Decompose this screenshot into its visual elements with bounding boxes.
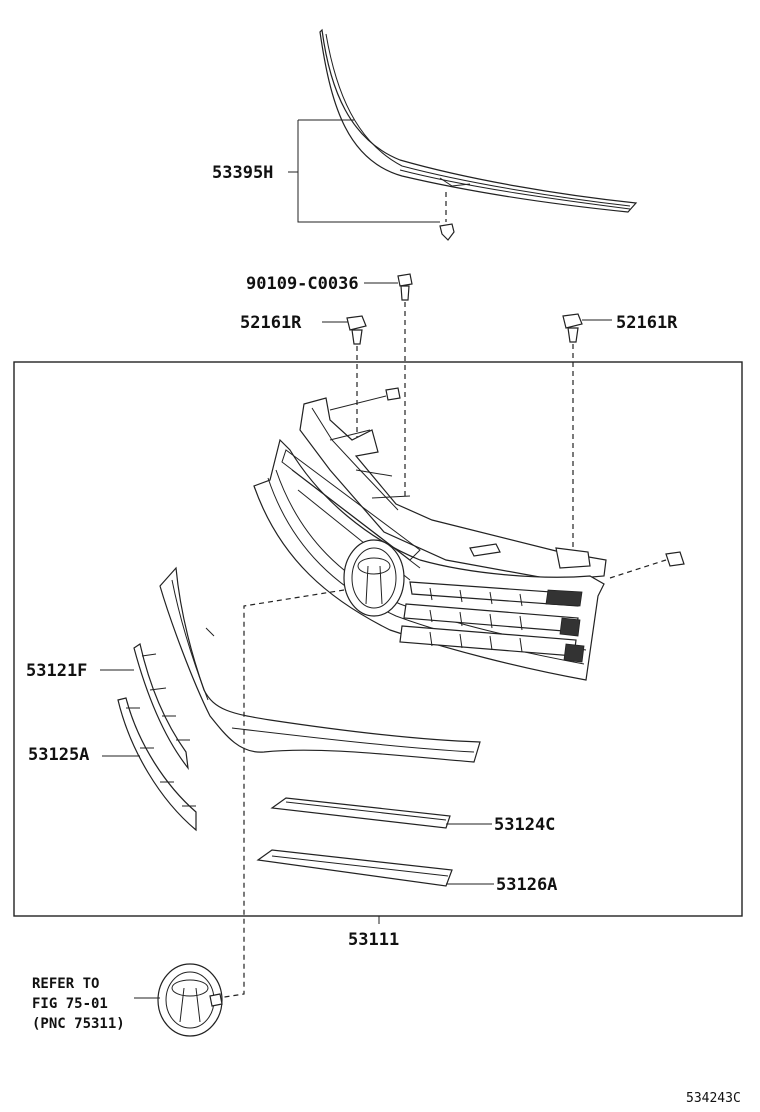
part-number-90109-C0036: 90109-C0036: [246, 274, 359, 294]
illustration-id: 534243C: [686, 1091, 741, 1106]
part-number-53111: 53111: [348, 930, 399, 950]
screw-icon: [397, 273, 413, 301]
side-strip-lower-drawing: [117, 697, 197, 832]
bar-molding-upper-drawing: [270, 797, 451, 829]
grille-drawing: [253, 387, 685, 681]
part-number-52161R-left: 52161R: [240, 313, 302, 333]
retainer-left-icon: [346, 315, 367, 345]
part-number-52161R-right: 52161R: [616, 313, 678, 333]
grille-screw-right-icon: [609, 551, 685, 579]
grille-screw-left-icon: [329, 387, 401, 411]
part-number-53126A: 53126A: [496, 875, 557, 895]
upper-molding-leader: [288, 119, 447, 223]
refer-note-line1: REFER TO: [32, 976, 99, 992]
part-number-53124C: 53124C: [494, 815, 555, 835]
molding-clip-icon: [439, 223, 455, 241]
part-number-53125A: 53125A: [28, 745, 89, 765]
part-number-53121F: 53121F: [26, 661, 87, 681]
side-upper-molding-drawing: [159, 566, 481, 763]
assembly-frame: [13, 361, 743, 917]
retainer-right-icon: [562, 313, 583, 343]
emblem-reference-dash-line: [217, 589, 345, 999]
side-strip-upper-drawing: [133, 643, 190, 771]
refer-note-line3: (PNC 75311): [32, 1016, 125, 1032]
upper-molding-drawing: [319, 28, 638, 241]
grille-emblem-icon: [343, 539, 405, 617]
part-number-53395H: 53395H: [212, 163, 273, 183]
emblem-icon: [157, 963, 223, 1037]
refer-note-line2: FIG 75-01: [32, 996, 108, 1012]
bar-molding-lower-drawing: [256, 849, 453, 887]
